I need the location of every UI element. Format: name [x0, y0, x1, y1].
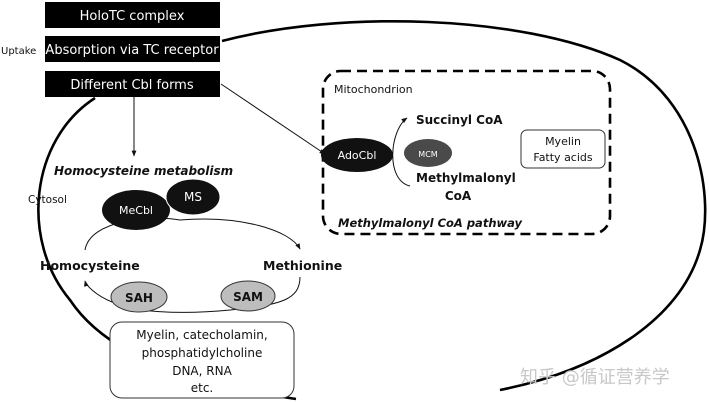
arrow-to-mitochondrion [220, 83, 326, 155]
methylmalonyl-pathway-title: Methylmalonyl CoA pathway [338, 216, 523, 230]
cytosol-product-line-4: etc. [191, 381, 214, 395]
watermark: 知乎 @循证营养学 [520, 367, 670, 388]
mito-product-myelin: Myelin [545, 135, 581, 148]
methylmalonyl-coa-label: CoA [445, 189, 472, 203]
holotc-label: HoloTC complex [80, 9, 185, 24]
sam-label: SAM [233, 290, 263, 304]
sah-node [110, 281, 168, 313]
mecbl-label: MeCbl [119, 204, 153, 217]
cytosol-product-line-1: Myelin, catecholamin, [136, 328, 267, 342]
mecbl-node [102, 190, 170, 230]
mito-product-fatty-acids: Fatty acids [533, 151, 593, 164]
mcm-label: MCM [418, 150, 437, 159]
ms-node [165, 178, 221, 216]
cycle-arc-bottom [83, 276, 301, 313]
cycle-arc-top [84, 217, 301, 251]
adocbl-label: AdoCbl [338, 149, 377, 162]
uptake-label: Uptake [1, 46, 36, 57]
mitochondrion-label: Mitochondrion [334, 83, 413, 96]
mito-products-box: Myelin Fatty acids [520, 129, 606, 169]
sah-label: SAH [125, 291, 153, 305]
adocbl-node [321, 138, 393, 172]
cytosol-label: Cytosol [28, 194, 67, 206]
sam-node [220, 280, 276, 312]
absorption-label: Absorption via TC receptor [45, 43, 219, 58]
cytosol-product-line-3: DNA, RNA [172, 364, 232, 378]
absorption-box: Absorption via TC receptor [45, 36, 220, 62]
cytosol-product-line-2: phosphatidylcholine [142, 346, 263, 360]
homocysteine-label: Homocysteine [40, 258, 140, 273]
cbl-forms-box: Different Cbl forms [45, 71, 220, 97]
methylmalonyl-label: Methylmalonyl [416, 171, 516, 185]
succinyl-coa-label: Succinyl CoA [416, 113, 503, 127]
homocysteine-metabolism-title: Homocysteine metabolism [54, 164, 233, 178]
mcm-node [404, 139, 452, 167]
holotc-complex-box: HoloTC complex [45, 2, 220, 28]
mcm-reaction-arrow [392, 117, 411, 187]
cbl-forms-label: Different Cbl forms [70, 78, 193, 93]
ms-label: MS [184, 190, 202, 204]
cytosol-products-box: Myelin, catecholamin, phosphatidylcholin… [109, 321, 295, 399]
methionine-label: Methionine [263, 258, 342, 273]
